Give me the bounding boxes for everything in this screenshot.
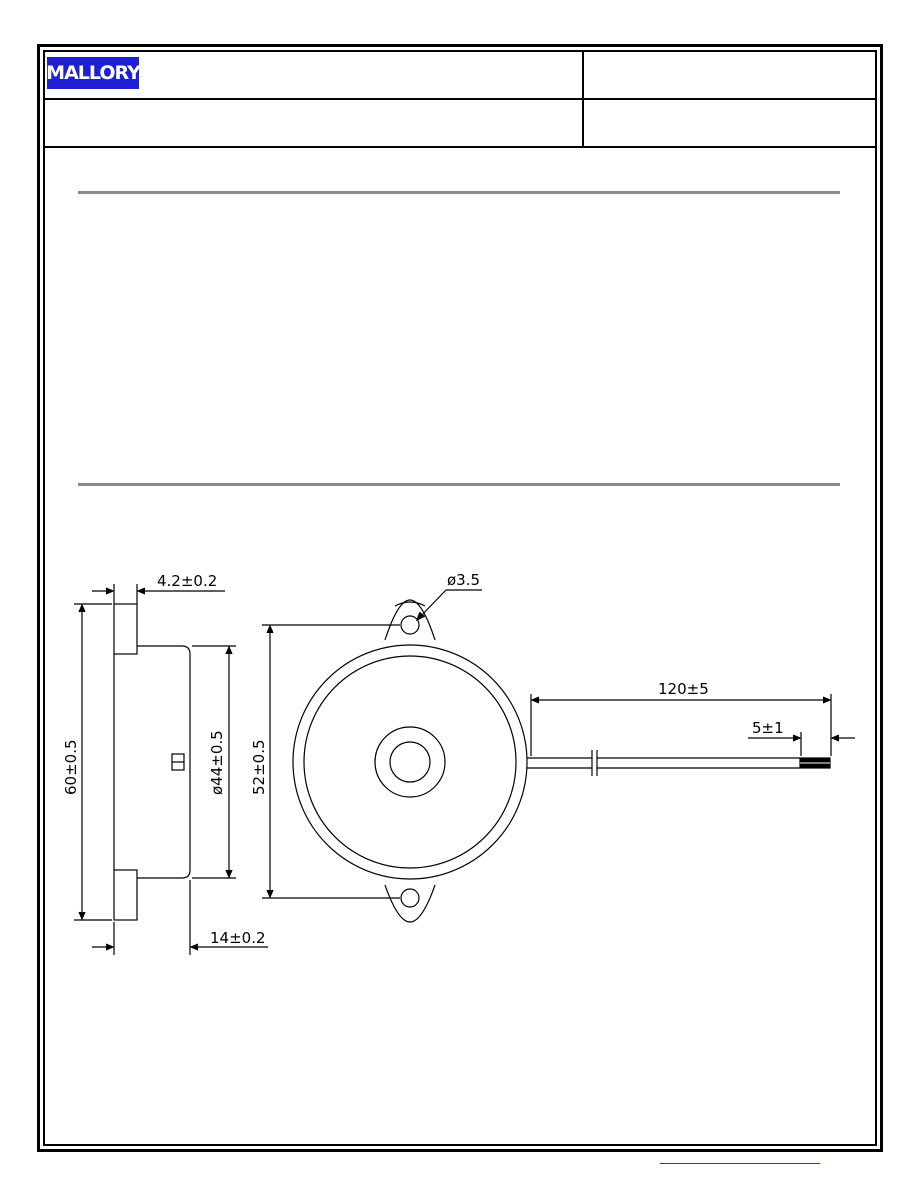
dim-label-flange-thickness: 4.2±0.2 — [157, 572, 217, 590]
mallory-logo: MALLORY — [46, 57, 141, 89]
title-column-divider — [582, 50, 584, 148]
section-divider-drawing — [78, 483, 840, 486]
title-block — [43, 50, 877, 148]
dim-label-lead-length: 120±5 — [658, 680, 709, 698]
dim-label-body-height: 60±0.5 — [62, 739, 80, 795]
front-view — [262, 589, 855, 923]
dim-label-strip-length: 5±1 — [752, 719, 784, 737]
title-bottom-line — [43, 146, 877, 148]
page-border-outer — [37, 44, 883, 1152]
page-border-inner — [43, 50, 877, 1146]
dim-label-body-depth: 14±0.2 — [210, 929, 266, 947]
dim-label-mount-spacing: 52±0.5 — [250, 739, 268, 795]
dim-label-body-diameter: ø44±0.5 — [208, 730, 226, 795]
dim-label-hole-diameter: ø3.5 — [447, 571, 480, 589]
logo-text: MALLORY — [46, 62, 141, 84]
side-view — [74, 584, 268, 955]
section-divider-top — [78, 191, 840, 194]
title-row-divider — [43, 98, 877, 100]
footer-hyperlink-underline[interactable] — [660, 1162, 820, 1164]
